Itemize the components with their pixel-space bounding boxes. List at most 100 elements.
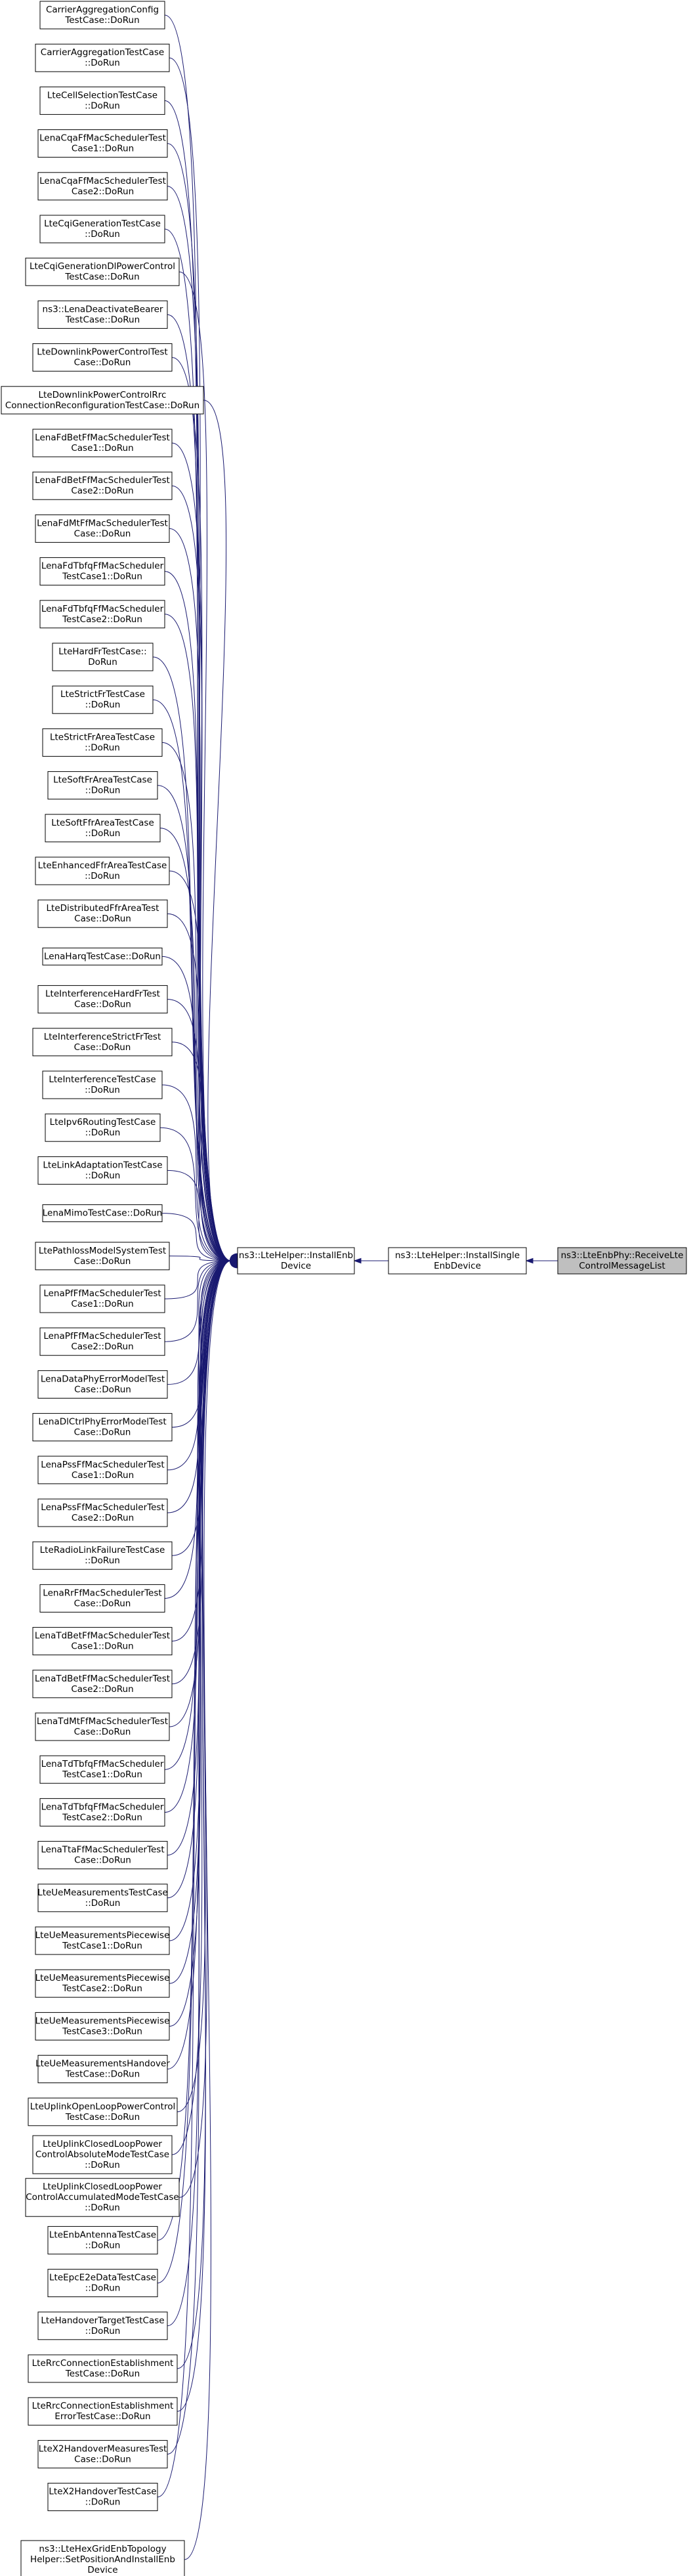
caller-node[interactable]: LteCqiGenerationTestCase::DoRun — [39, 215, 165, 243]
caller-node-label-line: Device — [87, 2565, 117, 2575]
caller-node-label-line: LteInterferenceStrictFrTest — [44, 1032, 161, 1042]
caller-node-label-line: ::DoRun — [85, 2283, 121, 2294]
caller-node-label-line: TestCase3::DoRun — [62, 2026, 142, 2037]
caller-node[interactable]: LteX2HandoverTestCase::DoRun — [47, 2483, 158, 2512]
receive-lte-control-message-list-node[interactable]: ns3::LteEnbPhy::ReceiveLteControlMessage… — [557, 1247, 687, 1275]
caller-node[interactable]: LteInterferenceTestCase::DoRun — [42, 1070, 163, 1099]
caller-node[interactable]: LteUeMeasurementsPiecewiseTestCase2::DoR… — [35, 1969, 170, 1998]
caller-node-box — [32, 2135, 173, 2174]
caller-node-label-line: LteEpcE2eDataTestCase — [49, 2273, 156, 2283]
caller-node-box — [47, 771, 158, 800]
caller-node-label-line: LteIpv6RoutingTestCase — [50, 1117, 156, 1128]
caller-node-label-line: Case::DoRun — [74, 1427, 131, 1438]
caller-node-label-line: LteDownlinkPowerControlTest — [37, 347, 167, 358]
caller-node-box — [32, 1627, 173, 1656]
caller-node[interactable]: LenaMimoTestCase::DoRun — [42, 1204, 163, 1223]
caller-node[interactable]: LteHardFrTestCase::DoRun — [52, 643, 154, 671]
caller-node[interactable]: LteCqiGenerationDlPowerControlTestCase::… — [25, 257, 180, 286]
caller-node-label-line: LenaMimoTestCase::DoRun — [43, 1208, 163, 1219]
caller-node[interactable]: LteUplinkOpenLoopPowerControlTestCase::D… — [28, 2098, 178, 2126]
caller-node[interactable]: LteRrcConnectionEstablishmentTestCase::D… — [28, 2354, 178, 2383]
caller-node[interactable]: LteEnbAntennaTestCase::DoRun — [47, 2226, 158, 2254]
caller-node-label-line: LteEnhancedFfrAreaTestCase — [38, 860, 167, 871]
caller-node-label-line: LteUeMeasurementsHandover — [35, 2059, 170, 2069]
caller-node-label-line: LenaFdMtFfMacSchedulerTest — [37, 518, 168, 528]
caller-node[interactable]: LteRrcConnectionEstablishmentErrorTestCa… — [28, 2397, 178, 2426]
caller-node[interactable]: LenaHarqTestCase::DoRun — [42, 947, 163, 965]
caller-node-label-line: Case2::DoRun — [71, 486, 133, 496]
caller-node[interactable]: LteSoftFfrAreaTestCase::DoRun — [45, 814, 161, 843]
caller-node-label-line: ControlAccumulatedModeTestCase — [26, 2192, 179, 2203]
caller-node[interactable]: LteIpv6RoutingTestCase::DoRun — [45, 1113, 161, 1142]
caller-node[interactable]: LteUeMeasurementsPiecewiseTestCase1::DoR… — [35, 1926, 170, 1955]
caller-node[interactable]: LteUeMeasurementsTestCase::DoRun — [37, 1884, 168, 1912]
caller-node-box — [32, 471, 173, 500]
caller-node-label-line: LteUeMeasurementsPiecewise — [35, 2016, 170, 2026]
caller-node[interactable]: CarrierAggregationTestCase::DoRun — [35, 43, 170, 72]
caller-node[interactable]: LteEnhancedFfrAreaTestCase::DoRun — [35, 856, 170, 885]
caller-node-label-line: Case::DoRun — [74, 1256, 131, 1267]
caller-node-label-line: LteUplinkOpenLoopPowerControl — [30, 2101, 176, 2112]
caller-node[interactable]: LteDownlinkPowerControlRrcConnectionReco… — [1, 386, 204, 415]
caller-node[interactable]: LteCellSelectionTestCase::DoRun — [39, 86, 165, 115]
caller-node-box — [28, 2354, 178, 2383]
install-enb-device-node-label-line: ns3::LteHelper::InstallEnb — [239, 1250, 353, 1261]
caller-node[interactable]: LteUeMeasurementsPiecewiseTestCase3::DoR… — [35, 2012, 170, 2040]
caller-node-label-line: TestCase1::DoRun — [62, 1941, 142, 1951]
caller-node[interactable]: LteStrictFrAreaTestCase::DoRun — [42, 728, 163, 757]
caller-node[interactable]: LteHandoverTargetTestCase::DoRun — [37, 2312, 168, 2340]
caller-node-label-line: TestCase::DoRun — [64, 272, 139, 282]
receive-lte-control-message-list-node-label-line: ControlMessageList — [579, 1261, 665, 1271]
caller-edge — [164, 1258, 238, 1299]
caller-node-box — [25, 2178, 180, 2217]
caller-node[interactable]: LteSoftFrAreaTestCase::DoRun — [47, 771, 158, 800]
caller-node-box — [39, 1584, 165, 1613]
caller-node-box — [32, 1670, 173, 1699]
caller-node[interactable]: LteStrictFrTestCase::DoRun — [52, 685, 154, 714]
caller-node[interactable]: LteUplinkClosedLoopPowerControlAbsoluteM… — [32, 2135, 173, 2174]
caller-node-label-line: LtePathlossModelSystemTest — [39, 1246, 166, 1256]
caller-node[interactable]: LteRadioLinkFailureTestCase::DoRun — [32, 1541, 173, 1570]
caller-node[interactable]: LteLinkAdaptationTestCase::DoRun — [37, 1156, 168, 1185]
caller-node-label-line: Case::DoRun — [74, 914, 131, 924]
caller-node[interactable]: LteEpcE2eDataTestCase::DoRun — [47, 2269, 158, 2298]
caller-node-box — [39, 215, 165, 243]
caller-node-label-line: TestCase2::DoRun — [62, 614, 142, 625]
caller-node-box — [37, 2312, 168, 2340]
caller-edge — [178, 1259, 238, 2198]
caller-node[interactable]: ns3::LteHexGridEnbTopologyHelper::SetPos… — [20, 2540, 185, 2576]
caller-node[interactable]: LteUplinkClosedLoopPowerControlAccumulat… — [25, 2178, 180, 2217]
